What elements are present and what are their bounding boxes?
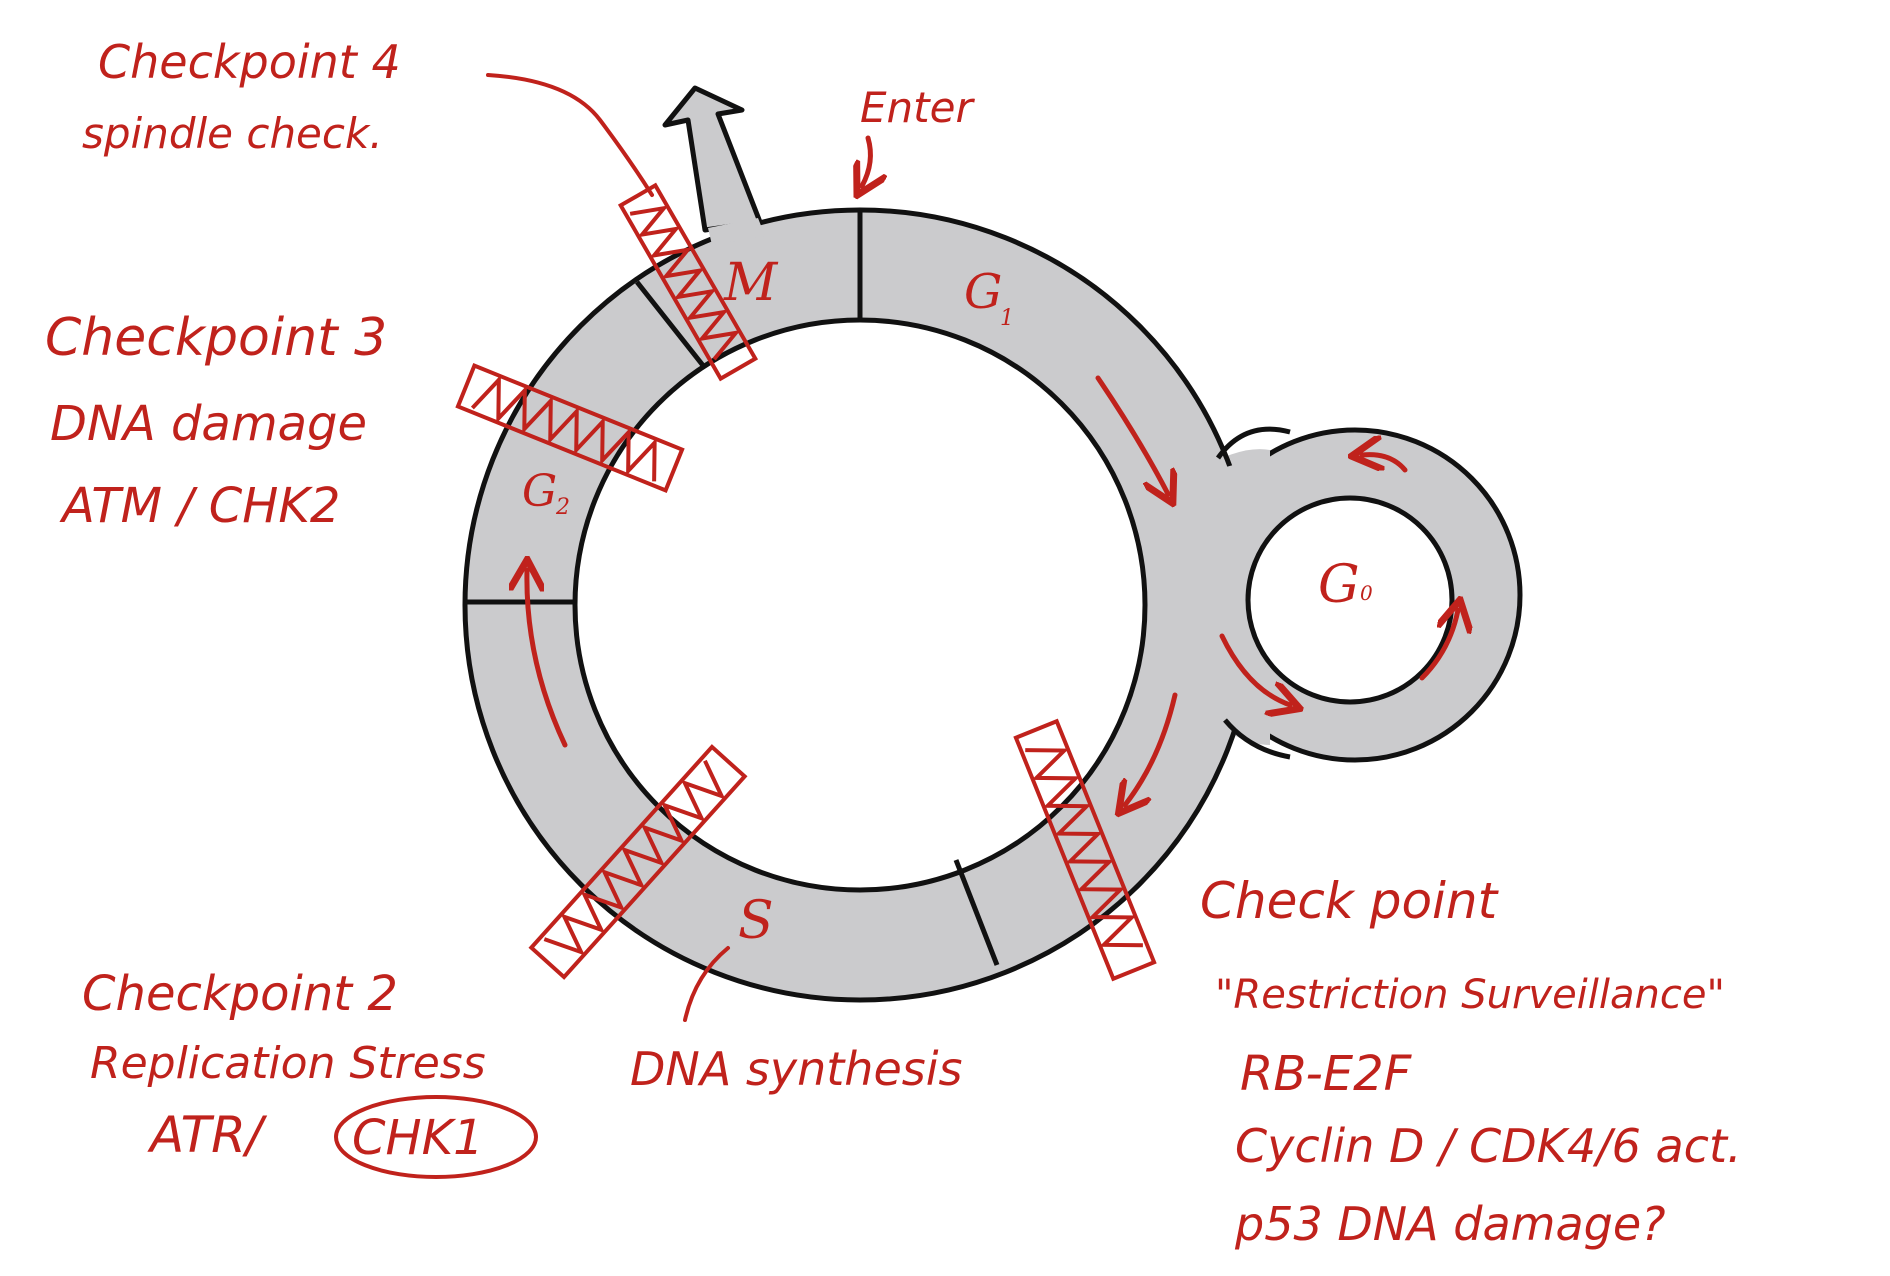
chk1-circle xyxy=(334,1095,538,1179)
checkpoint-3-proteins: ATM / CHK2 xyxy=(59,478,340,534)
checkpoint-2-protein-atr: ATR/ xyxy=(147,1106,268,1164)
phase-labels: G 1 S G 2 M G 0 xyxy=(522,253,1373,951)
phase-label-g1-sub: 1 xyxy=(1000,306,1014,331)
arrow-enter xyxy=(862,135,870,186)
checkpoint-2-desc: Replication Stress xyxy=(90,1038,486,1089)
arrow-g1-down xyxy=(1095,375,1168,494)
checkpoint-1-title: Check point xyxy=(1200,872,1500,930)
label-dna-synthesis: DNA synthesis xyxy=(630,1042,962,1096)
checkpoint-1-rb-e2f: RB-E2F xyxy=(1240,1046,1413,1102)
leader-lines xyxy=(486,73,730,1022)
phase-label-s: S xyxy=(738,891,774,951)
bridge-outline-top xyxy=(1215,426,1291,460)
annotations: Enter DNA synthesis Checkpoint 4 spindle… xyxy=(45,35,1742,1251)
checkpoint-bars xyxy=(455,182,1157,982)
arrow-into-g0 xyxy=(1219,633,1290,705)
checkpoint-1-cyclin: Cyclin D / CDK4/6 act. xyxy=(1235,1119,1742,1173)
checkpoint-2-protein-chk1: CHK1 xyxy=(352,1110,484,1166)
arrow-g0-top xyxy=(1362,455,1408,470)
phase-label-g2-sub: 2 xyxy=(555,495,570,520)
checkpoint-1-p53: p53 DNA damage? xyxy=(1234,1197,1666,1251)
exit-arrow-icon xyxy=(662,85,763,233)
label-enter: Enter xyxy=(860,83,975,132)
arrow-to-checkpoint1 xyxy=(1125,692,1178,805)
bridge-outline-bottom xyxy=(1223,718,1291,760)
exit-arrow-joint xyxy=(708,218,765,245)
phase-label-g1: G xyxy=(964,264,1002,320)
phase-label-g0-sub: 0 xyxy=(1360,581,1373,605)
leader-checkpoint-4 xyxy=(486,73,654,197)
checkpoint-3-desc: DNA damage xyxy=(50,396,367,452)
checkpoint-4-title: Checkpoint 4 xyxy=(98,35,401,89)
checkpoint-3-bar xyxy=(455,363,685,493)
cell-cycle-ring xyxy=(462,85,1523,1003)
arrow-g0-right xyxy=(1419,610,1458,681)
checkpoint-2-bar xyxy=(528,744,748,980)
checkpoint-1-desc: "Restriction Surveillance" xyxy=(1215,972,1725,1018)
checkpoint-1-bar xyxy=(1013,718,1157,982)
arrow-s-to-g2 xyxy=(527,570,568,748)
leader-dna-synthesis xyxy=(683,946,730,1022)
flow-arrows xyxy=(527,135,1458,805)
checkpoint-3-title: Checkpoint 3 xyxy=(45,308,387,368)
checkpoint-4-desc: spindle check. xyxy=(82,109,383,158)
divider-g2-m xyxy=(635,280,707,370)
phase-label-g2: G xyxy=(522,466,557,517)
bridge-seam-cover xyxy=(1215,455,1270,740)
phase-label-g0: G xyxy=(1318,555,1360,615)
checkpoint-4-bar xyxy=(617,182,759,382)
divider-g1-s xyxy=(953,859,1000,966)
checkpoint-2-title: Checkpoint 2 xyxy=(82,966,398,1022)
phase-label-m: M xyxy=(723,253,779,313)
